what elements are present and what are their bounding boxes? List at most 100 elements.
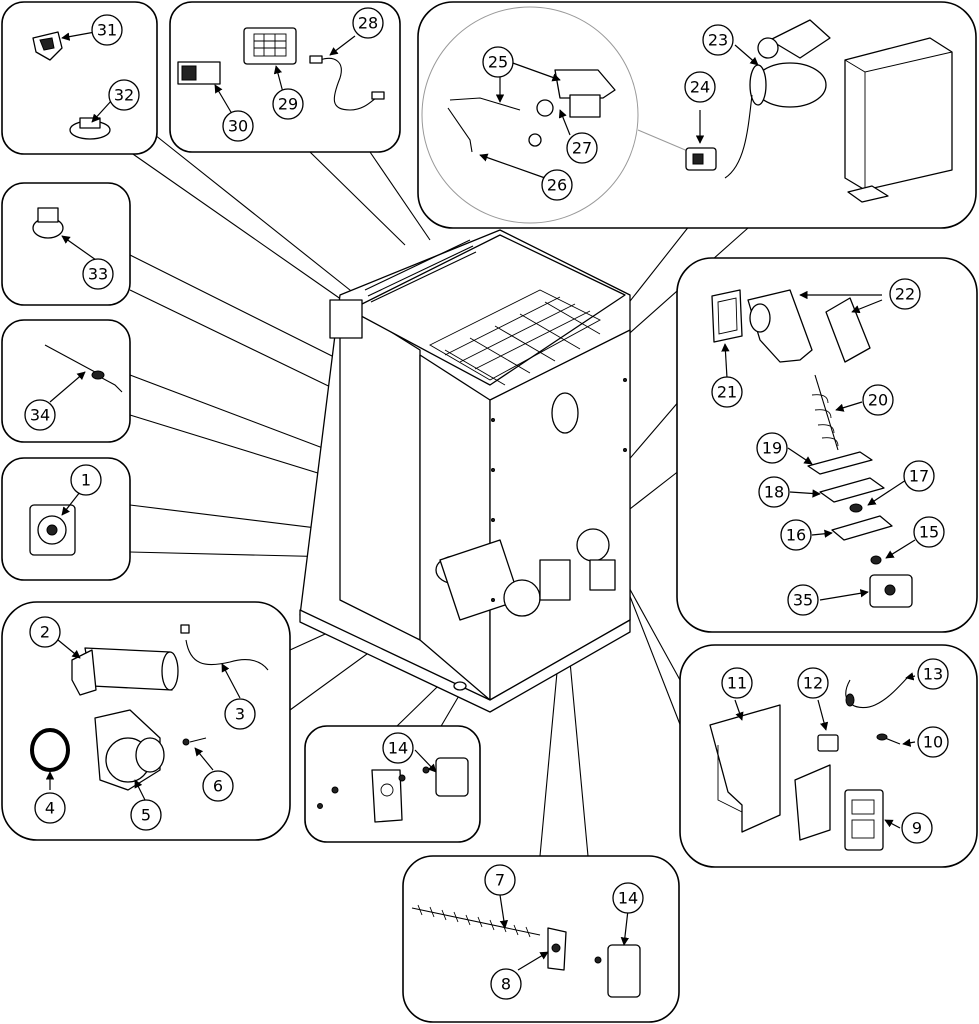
callout-20: 20 [862,384,894,416]
wire-harness-part [309,55,385,111]
callout-22: 22 [889,278,921,310]
feed-chute-gasket-part [711,289,743,343]
zoom-circle [421,6,639,224]
gasket-ring-part [30,728,70,772]
callout-17-label: 17 [909,467,929,486]
thermostat-switch-part [69,117,111,140]
callout-12: 12 [797,667,829,699]
callout-15-label: 15 [919,523,939,542]
callout-22-label: 22 [895,285,915,304]
callout-27: 27 [566,132,598,164]
feed-chute-part [747,289,871,363]
agitator-motor-35-part [869,574,913,608]
detail-box-15-22 [676,257,978,633]
callout-4-label: 4 [45,799,55,818]
callout-12-label: 12 [803,674,823,693]
vacuum-switch-part [29,504,76,556]
gasket-plate-18-part [819,477,885,503]
callout-8-label: 8 [501,975,511,994]
callout-13-label: 13 [923,665,943,684]
callout-6-label: 6 [213,777,223,796]
auger-motor-part [594,944,641,998]
callout-19: 19 [756,432,788,464]
callout-25: 25 [482,46,514,78]
gas-valve-assembly-part [447,69,616,153]
screw-washer-part [182,737,207,746]
callout-15: 15 [913,516,945,548]
callout-7-label: 7 [495,871,505,890]
callout-21-label: 21 [717,383,737,402]
callout-24: 24 [684,71,716,103]
detail-box-33 [1,182,131,306]
callout-30: 30 [222,110,254,142]
exhaust-pipe-part [71,647,179,696]
solenoid-valve-part [685,147,717,171]
sensor-cable-13-part [845,674,911,709]
callout-25-label: 25 [488,53,508,72]
vent-louvers [364,239,477,303]
callout-28-label: 28 [358,14,378,33]
callout-18: 18 [758,476,790,508]
callout-19-label: 19 [762,439,782,458]
callout-23: 23 [702,24,734,56]
auger-motor-small-part [422,757,469,797]
callout-29: 29 [272,88,304,120]
callout-3: 3 [224,698,256,730]
main-unit [299,229,631,713]
gasket-plate-19-part [807,451,873,475]
callout-5-label: 5 [141,806,151,825]
callout-16-label: 16 [786,526,806,545]
bushing-17-part [849,503,863,513]
callout-34-label: 34 [30,406,50,425]
callout-2-label: 2 [40,623,50,642]
callout-1: 1 [70,464,102,496]
top-grille [444,296,601,386]
detail-box-34 [1,319,131,443]
callout-11-label: 11 [727,674,747,693]
callout-29-label: 29 [278,95,298,114]
callout-32-label: 32 [114,86,134,105]
electrical-enclosure-part [844,37,953,203]
control-panel-display-part [243,27,297,65]
callout-35: 35 [787,584,819,616]
motor-mount-plate-part [317,769,406,823]
callout-9-label: 9 [912,819,922,838]
callout-14-auger: 14 [612,882,644,914]
thermocouple-10-part [876,733,901,745]
control-board-9-part [844,789,884,851]
callout-26-label: 26 [547,176,567,195]
callout-20-label: 20 [868,391,888,410]
callout-10-label: 10 [923,733,943,752]
callout-26: 26 [541,169,573,201]
panel-rivets [491,378,627,602]
callout-33: 33 [82,258,114,290]
callout-30-label: 30 [228,117,248,136]
combustion-blower-part [94,709,165,791]
igniter-rod-part [44,344,123,393]
high-limit-sensor-part [32,31,63,61]
callout-14a-label: 14 [388,739,408,758]
mounting-plate-16-part [831,515,893,541]
temperature-probe-wire-part [180,624,269,671]
callout-35-label: 35 [793,591,813,610]
callout-21: 21 [711,376,743,408]
callout-27-label: 27 [572,139,592,158]
callout-11: 11 [721,667,753,699]
callout-23-label: 23 [708,31,728,50]
callout-31-label: 31 [97,21,117,40]
temperature-switch-part [32,207,64,239]
coupling-15-part [870,555,882,565]
callout-18-label: 18 [764,483,784,502]
callout-9: 9 [901,812,933,844]
agitator-auger-part [811,374,839,451]
callout-13: 13 [917,658,949,690]
plate-bracket-part [794,764,831,841]
auger-bearing-plate-part [547,927,567,971]
controller-module-part [177,61,221,85]
callout-5: 5 [130,799,162,831]
control-board-bracket-part [709,704,781,833]
callout-33-label: 33 [88,265,108,284]
callout-17: 17 [903,460,935,492]
